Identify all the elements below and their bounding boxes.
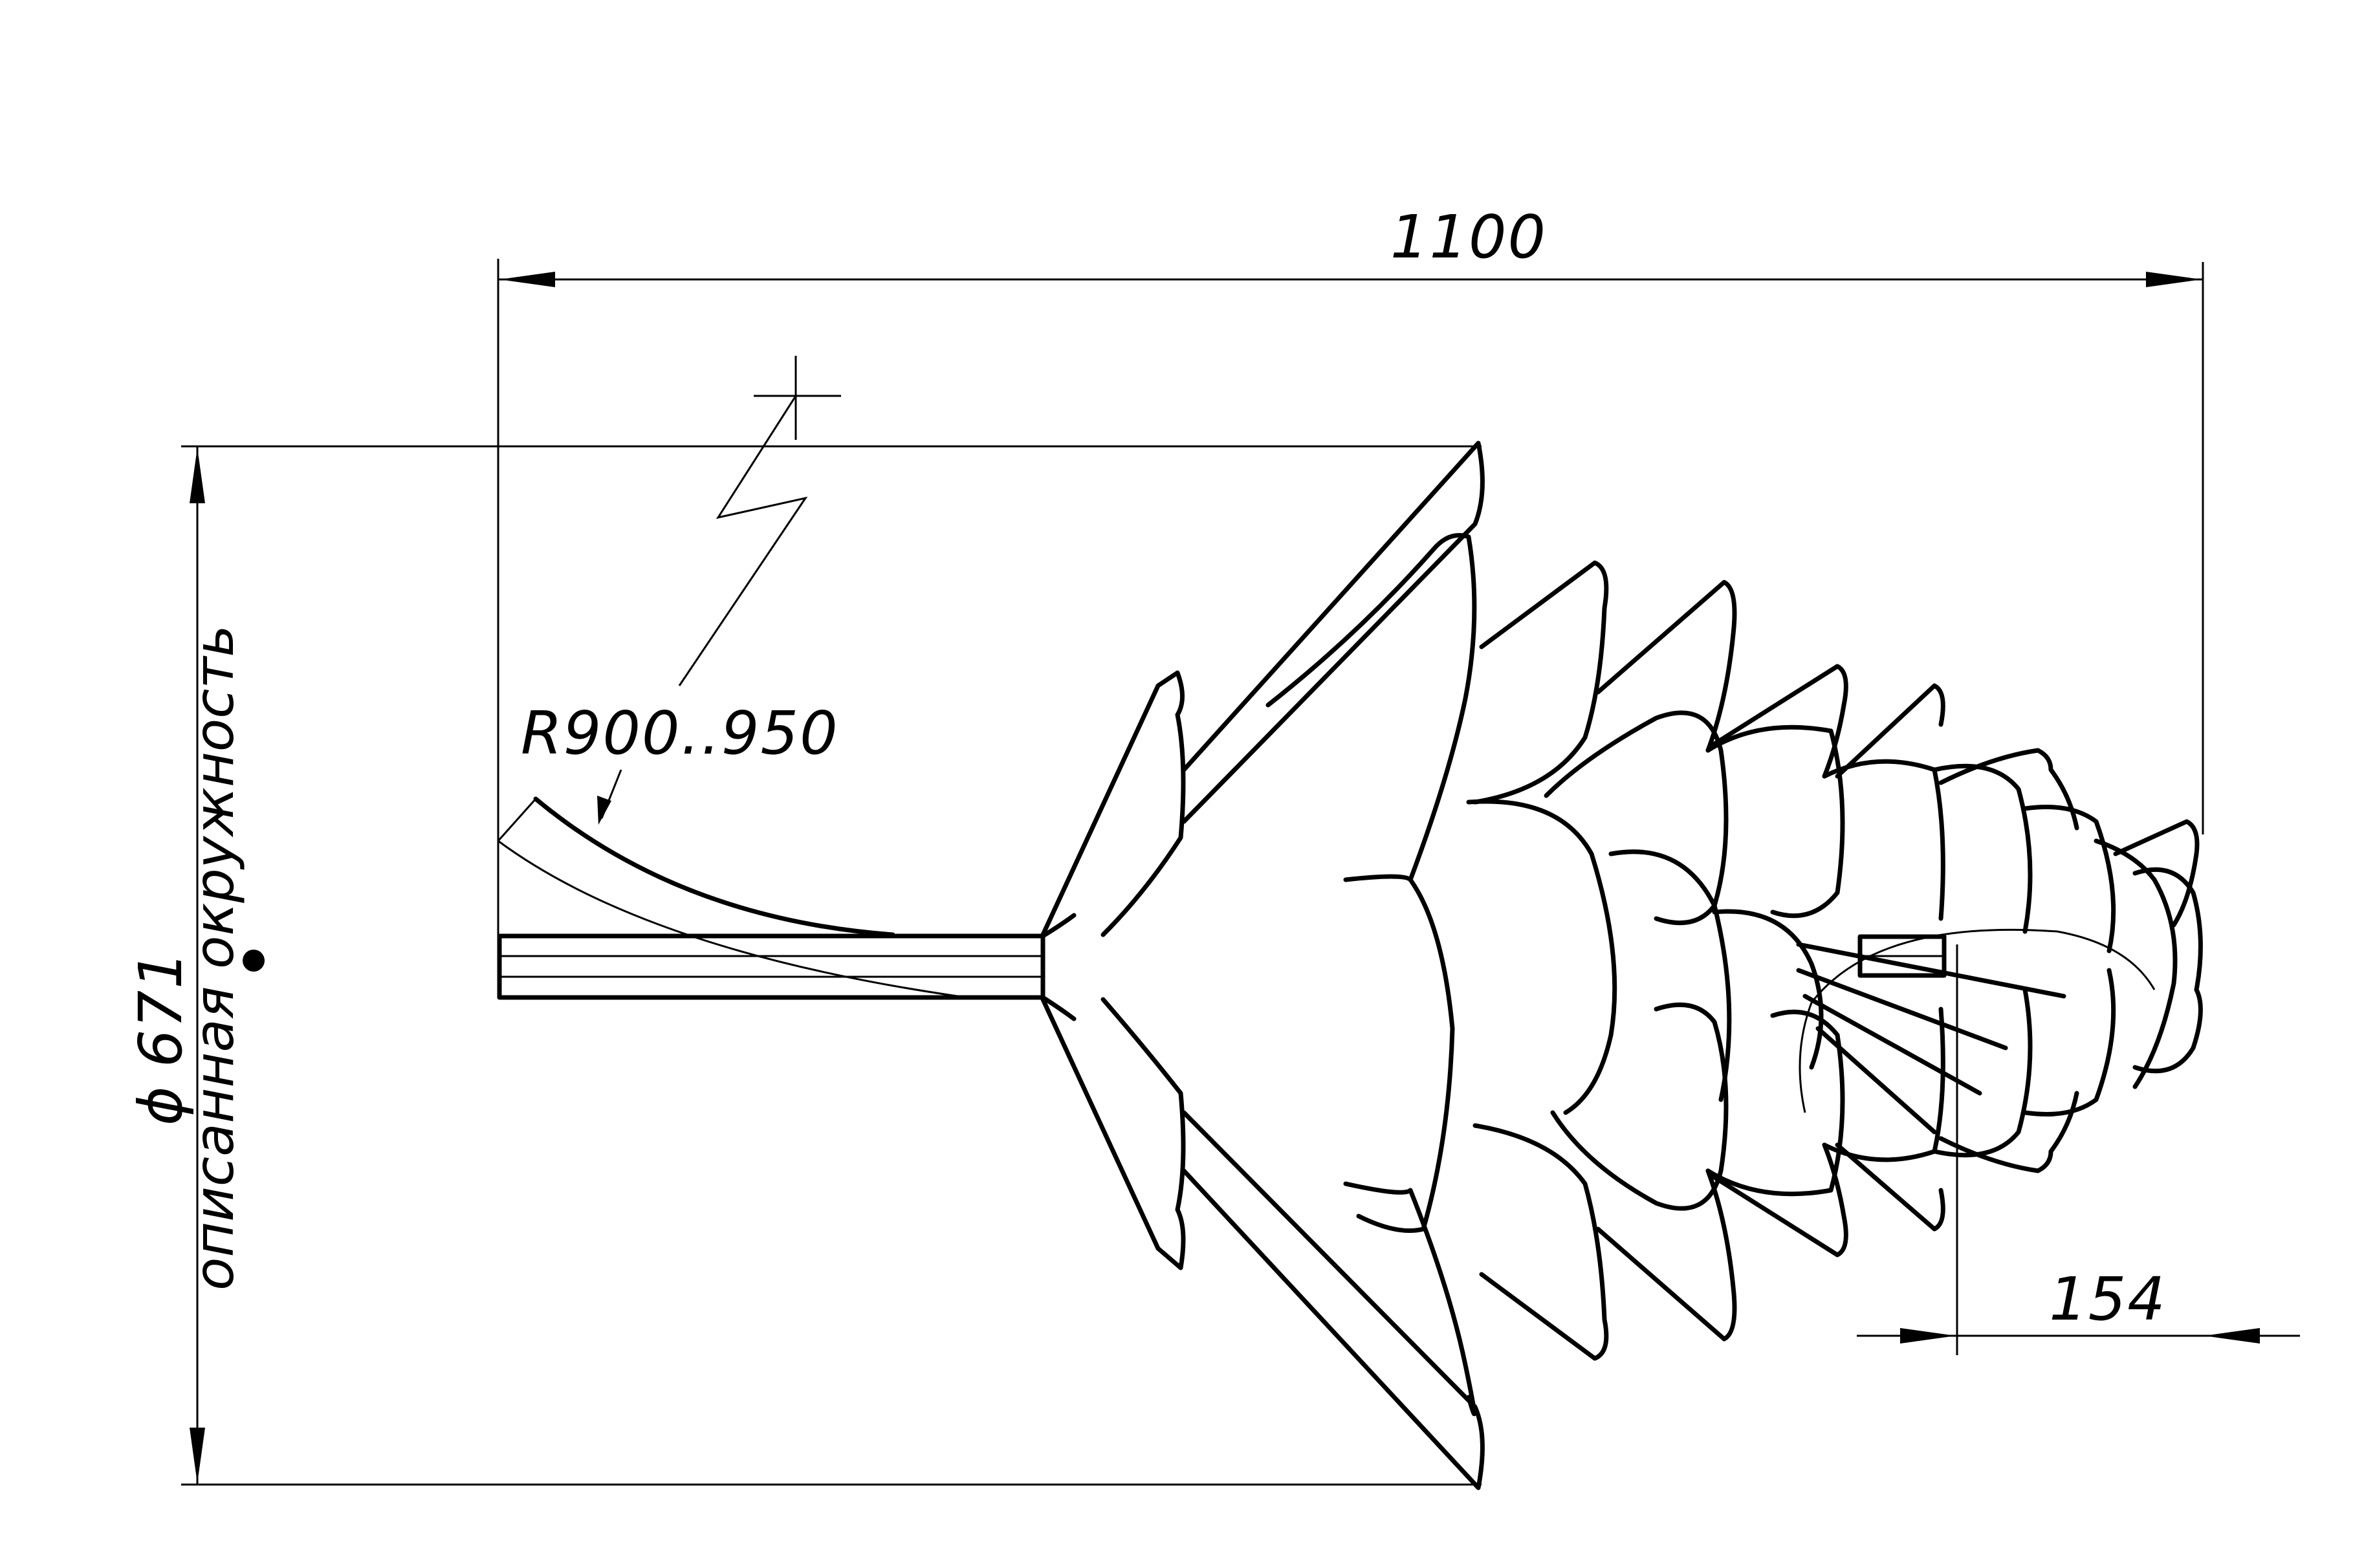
dimension-tip-length: 154 <box>1857 944 2300 1355</box>
arrow-left <box>499 272 555 287</box>
cone-body <box>1040 441 2203 1490</box>
circumscribed-circle-label: описанная окружность <box>182 625 246 1290</box>
rib-1 <box>1796 968 2008 1051</box>
arrow-top <box>190 448 205 503</box>
length-label: 1100 <box>1390 202 1547 272</box>
petal-ring3-bottom <box>1705 1009 1845 1197</box>
petal-lower-1 <box>1040 997 1186 1270</box>
petal-ring2-top <box>1544 710 1729 926</box>
petal-lower-3 <box>1472 1123 1609 1361</box>
shaft-flare <box>1040 913 1077 1021</box>
petal-ring3-top <box>1705 724 1845 919</box>
petal-ring2-bottom <box>1550 1002 1729 1211</box>
arc-inner <box>498 840 958 997</box>
petal-upper-4 <box>1595 580 1737 753</box>
spike-lower-outer <box>1181 1110 1485 1490</box>
petal-center-front <box>1356 877 1455 1233</box>
petal-tip-spike-mid <box>2132 867 2203 992</box>
tip-length-label: 154 <box>2049 1265 2167 1334</box>
petal-tip-spike-bottom <box>2132 987 2203 1074</box>
break-line <box>678 395 808 686</box>
petal-upper-1 <box>1040 670 1186 937</box>
diameter-value: 671 <box>126 950 195 1067</box>
arc-outer <box>533 796 895 937</box>
radius-label: R900..950 <box>521 699 839 768</box>
petal-ring3-mid <box>1712 909 1824 1070</box>
petal-lower-5 <box>1712 1142 1848 1258</box>
petal-center-2 <box>1466 799 1617 1115</box>
petal-lower-6 <box>1835 1142 1945 1232</box>
tip-outline-lower <box>1799 1002 1813 1113</box>
petal-upper-3 <box>1472 560 1609 805</box>
arrow-bottom <box>190 1428 205 1483</box>
arrow-tip-left <box>1900 1328 1956 1344</box>
rib-4 <box>1796 942 2066 999</box>
center-dot <box>243 950 265 972</box>
rib-2 <box>1802 994 1982 1096</box>
shaft-outline <box>497 933 1045 1000</box>
petal-tip-spike-top <box>2113 819 2200 928</box>
petal-tip-upper-a <box>1938 748 2079 831</box>
radius-annotation: R900..950 <box>497 356 958 997</box>
rib-3 <box>1815 1026 1937 1135</box>
petal-upper-6 <box>1835 683 1945 779</box>
tip-outline-arc <box>1810 928 2156 1003</box>
petal-tip-lower-b <box>2022 968 2116 1116</box>
petal-upper-2 <box>1265 533 1477 882</box>
petal-lower-2 <box>1343 1181 1477 1417</box>
arrow-tip-right <box>2204 1328 2260 1344</box>
petal-ring2-mid <box>1608 849 1732 1102</box>
petal-tip-front <box>2094 838 2178 1089</box>
petal-tip-lower-a <box>1938 1091 2079 1173</box>
dimension-diameter: ϕ 671 описанная окружность <box>126 445 1482 1486</box>
petal-tip-upper-b <box>2022 805 2116 953</box>
arc-end-cap <box>497 798 537 842</box>
dimension-overall-length: 1100 <box>497 202 2204 951</box>
petal-ring5-bottom <box>1932 987 2033 1158</box>
petal-lower-4 <box>1595 1168 1737 1342</box>
radius-arrow <box>597 796 611 825</box>
petal-upper-5 <box>1712 664 1848 779</box>
spike-upper-outer <box>1181 441 1485 824</box>
arrow-right <box>2146 272 2202 287</box>
diameter-symbol: ϕ <box>126 1085 195 1126</box>
shaft <box>497 913 1077 1021</box>
petal-ring5-top <box>1932 763 2033 934</box>
